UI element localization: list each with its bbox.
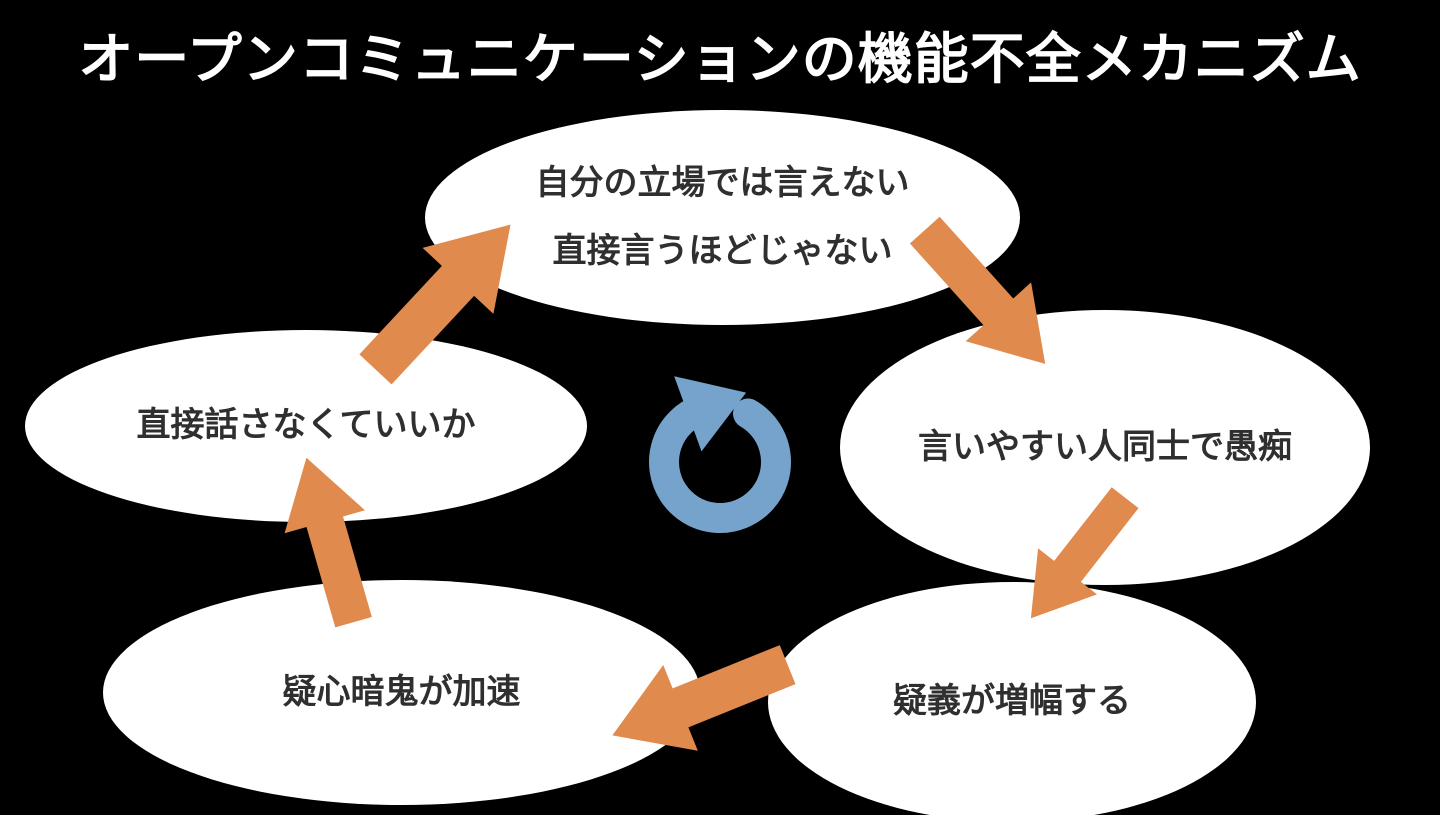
node-bottom-right-label: 疑義が増幅する [893,681,1131,722]
node-right: 言いやすい人同士で愚痴 [840,310,1370,585]
node-bottom-left-label: 疑心暗鬼が加速 [282,671,521,712]
node-left: 直接話さなくていいか [25,330,587,522]
cycle-arrow-icon [649,376,791,533]
node-top-label-line2: 直接言うほどじゃない [552,230,893,271]
node-bottom-right: 疑義が増幅する [768,582,1256,815]
node-top: 自分の立場では言えない 直接言うほどじゃない [425,110,1020,325]
node-right-label: 言いやすい人同士で愚痴 [918,426,1292,467]
node-left-label: 直接話さなくていいか [136,405,476,446]
cycle-arrow-head [674,376,747,452]
cycle-arrow-ring [649,394,791,533]
node-bottom-left: 疑心暗鬼が加速 [103,580,700,805]
diagram-title: オープンコミュニケーションの機能不全メカニズム [78,27,1362,91]
node-top-label-line1: 自分の立場では言えない [535,163,910,204]
